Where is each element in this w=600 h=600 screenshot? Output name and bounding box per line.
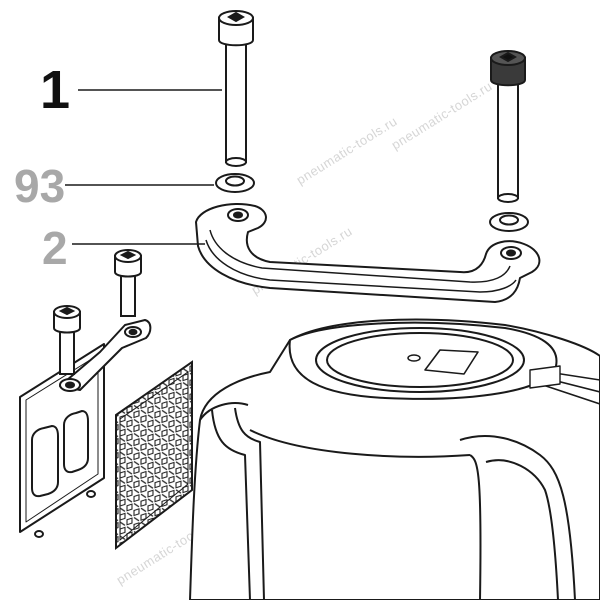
long-screw-left [218,10,254,167]
washer-right [489,212,529,232]
watermark-text: pneumatic-tools.ru [389,78,495,152]
filter-screen [115,360,193,551]
watermark-text: pneumatic-tools.ru [294,113,400,187]
callout-number-1: 1 [40,60,70,120]
bracket-clamp [59,319,152,392]
housing-body [189,318,600,600]
handle-bracket [195,202,541,303]
callout-number-2: 2 [42,222,68,274]
washer-left [215,173,255,193]
callout-number-93: 93 [14,160,65,212]
long-screw-right [490,50,526,203]
small-screw-middle [114,249,142,317]
small-screw-left [53,305,81,375]
gasket-plate [19,343,105,538]
callout-leaders [65,89,222,245]
